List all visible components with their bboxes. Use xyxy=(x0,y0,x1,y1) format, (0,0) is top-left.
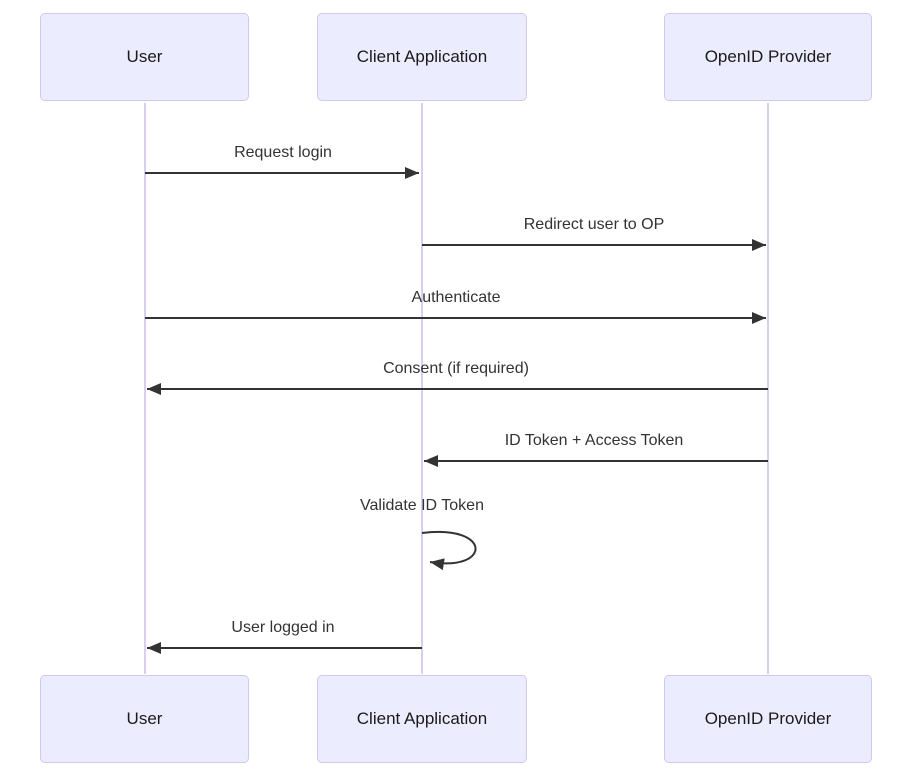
message-label-user-logged-in: User logged in xyxy=(231,619,334,636)
actor-client-top: Client Application xyxy=(317,13,527,101)
actor-openid-top: OpenID Provider xyxy=(664,13,872,101)
actor-client-top-label: Client Application xyxy=(356,47,488,66)
actor-client-bottom-label: Client Application xyxy=(356,709,488,728)
message-label-validate: Validate ID Token xyxy=(360,497,484,514)
actor-user-bottom: User xyxy=(40,675,249,763)
message-label-request-login: Request login xyxy=(234,144,332,161)
actor-user-top: User xyxy=(40,13,249,101)
message-label-redirect-to-op: Redirect user to OP xyxy=(524,216,665,233)
message-label-consent: Consent (if required) xyxy=(383,360,529,377)
actor-client-bottom: Client Application xyxy=(317,675,527,763)
actor-user-top-label: User xyxy=(126,47,163,66)
arrow-validate-self-loop xyxy=(421,530,477,571)
actor-openid-bottom: OpenID Provider xyxy=(664,675,872,763)
message-label-id-token: ID Token + Access Token xyxy=(505,432,684,449)
actor-user-bottom-label: User xyxy=(126,709,163,728)
actor-openid-bottom-label: OpenID Provider xyxy=(704,709,832,728)
actor-openid-top-label: OpenID Provider xyxy=(704,47,832,66)
message-label-authenticate: Authenticate xyxy=(412,289,501,306)
